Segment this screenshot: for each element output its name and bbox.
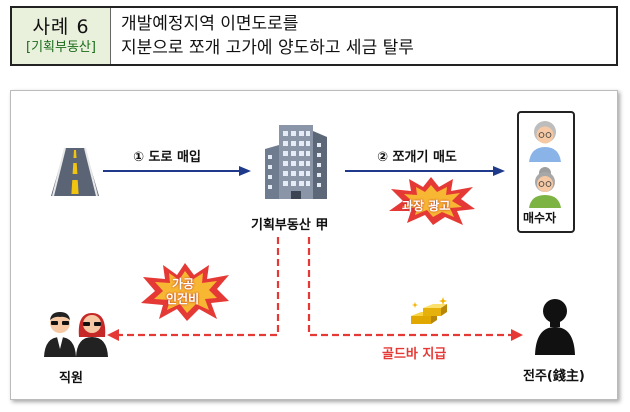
step2-label: ② 쪼개기 매도 — [377, 150, 457, 165]
fake-wage-arrowhead — [107, 329, 119, 341]
buyer-elder-woman-icon — [529, 167, 561, 208]
sale-arrow — [345, 166, 505, 176]
employee-label: 직원 — [59, 371, 83, 386]
burst-ad-label: 과장 광고 — [402, 199, 451, 213]
building-icon — [265, 125, 327, 199]
purchase-arrow — [103, 166, 251, 176]
buyer-elder-man-icon — [529, 121, 561, 162]
burst-fake-line1: 가공 — [172, 277, 195, 291]
case-summary-cell: 개발예정지역 이면도로를 지분으로 쪼개 고가에 양도하고 세금 탈루 — [111, 8, 616, 64]
burst-fake-wage-icon — [141, 263, 229, 321]
case-summary-line-2: 지분으로 쪼개 고가에 양도하고 세금 탈루 — [121, 38, 414, 58]
red-dashed-connectors — [107, 237, 523, 341]
owner-silhouette-icon — [535, 299, 575, 355]
case-tag: [기획부동산] — [26, 40, 96, 55]
diagram-frame: ① 도로 매입 기획부동산 甲 ② 쪼개기 매도 과장 광고 — [10, 90, 618, 400]
employee-woman-icon — [76, 313, 108, 357]
company-label: 기획부동산 甲 — [251, 218, 329, 233]
burst-fake-line2: 인건비 — [166, 292, 200, 306]
fake-wage-flow-line — [119, 237, 280, 337]
case-title: 사례 6 — [32, 16, 90, 38]
case-summary-line-1: 개발예정지역 이면도로를 — [121, 14, 299, 34]
gold-label: 골드바 지급 — [382, 347, 447, 362]
burst-ad-icon — [389, 177, 475, 225]
employee-man-icon — [44, 312, 76, 357]
owner-label: 전주(錢主) — [523, 369, 585, 384]
gold-bar-flow-line — [307, 237, 511, 337]
road-icon — [51, 147, 99, 197]
gold-bar-arrowhead — [511, 329, 523, 341]
gold-bar-icon — [411, 297, 447, 324]
case-label-cell: 사례 6 [기획부동산] — [12, 8, 111, 64]
step1-label: ① 도로 매입 — [133, 150, 201, 165]
case-header: 사례 6 [기획부동산] 개발예정지역 이면도로를 지분으로 쪼개 고가에 양도… — [10, 6, 618, 66]
buyer-label: 매수자 — [523, 211, 557, 225]
